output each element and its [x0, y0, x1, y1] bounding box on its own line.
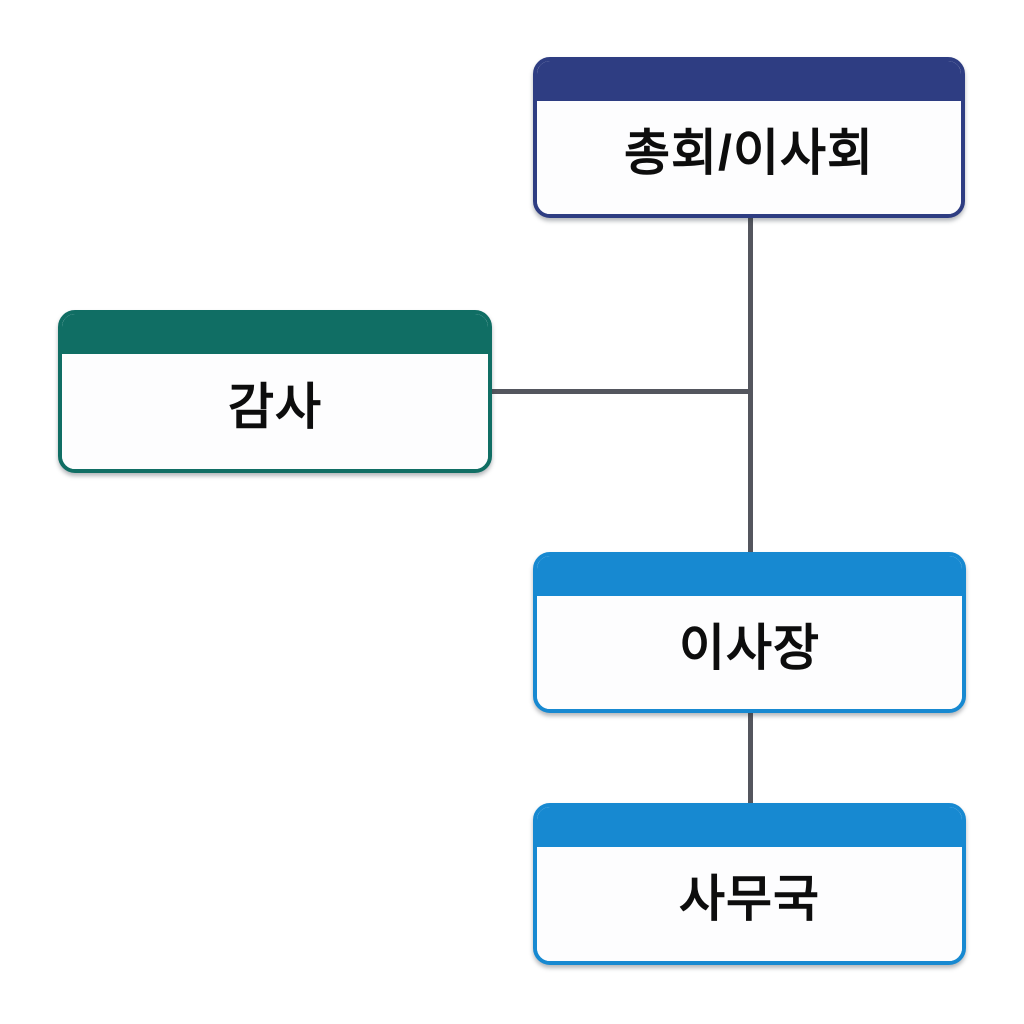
node-header-bar	[62, 314, 488, 354]
node-body: 이사장	[537, 596, 962, 709]
connector-auditor-branch	[490, 389, 750, 394]
node-body: 총회/이사회	[537, 101, 961, 214]
node-label-chairman: 이사장	[679, 619, 820, 676]
node-label-secretariat: 사무국	[679, 871, 820, 927]
org-node-assembly: 총회/이사회	[533, 57, 965, 218]
connector-assembly-chairman	[748, 216, 753, 556]
node-body: 감사	[62, 354, 488, 469]
org-node-chairman: 이사장	[533, 552, 966, 713]
node-label-auditor: 감사	[228, 378, 322, 435]
node-header-bar	[537, 556, 962, 596]
connector-chairman-secretariat	[748, 710, 753, 806]
node-header-bar	[537, 807, 962, 847]
org-node-secretariat: 사무국	[533, 803, 966, 965]
node-header-bar	[537, 61, 961, 101]
node-body: 사무국	[537, 847, 962, 961]
org-node-auditor: 감사	[58, 310, 492, 473]
node-label-assembly: 총회/이사회	[624, 124, 874, 181]
